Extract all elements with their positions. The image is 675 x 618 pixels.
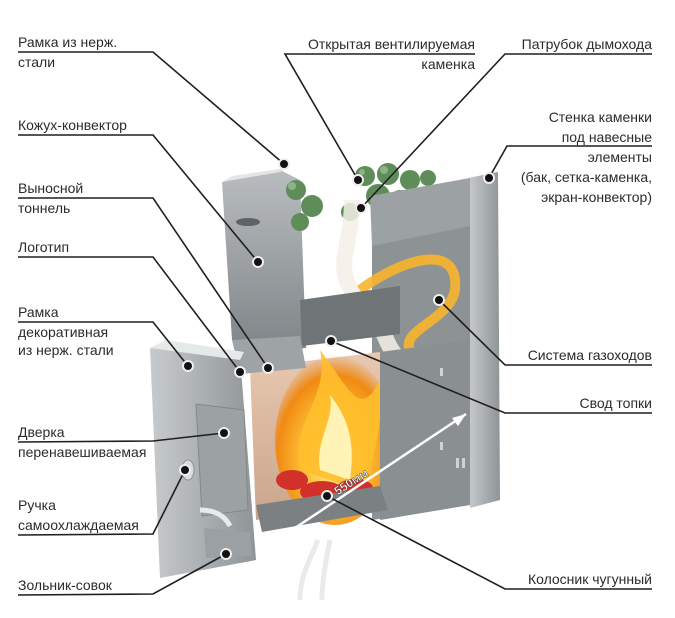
label-line: Свод топки xyxy=(579,395,653,411)
label-open-heater: Открытая вентилируемая каменка xyxy=(308,35,475,73)
label-remote-tunnel: Выносной тоннель xyxy=(18,179,83,217)
label-ash-pan: Зольник-совок xyxy=(18,576,112,594)
label-frame-stainless: Рамка из нерж. стали xyxy=(18,33,117,71)
label-line: из нерж. стали xyxy=(18,342,114,358)
label-line: самоохлаждаемая xyxy=(18,517,139,533)
firebox-roof-plate xyxy=(300,286,400,346)
label-line: Открытая вентилируемая xyxy=(307,36,475,52)
tunnel-panel xyxy=(232,336,306,374)
label-line: Патрубок дымохода xyxy=(521,36,652,52)
leader-lines-right xyxy=(283,53,652,590)
label-line: Дверка xyxy=(18,424,65,440)
label-line: декоративная xyxy=(18,324,109,340)
label-line: (бак, сетка-каменка, xyxy=(520,169,652,185)
heater-basket xyxy=(370,178,470,246)
label-logo: Логотип xyxy=(18,238,69,256)
label-line: Кожух-конвектор xyxy=(18,117,127,133)
label-line: Колосник чугунный xyxy=(527,571,652,587)
dimension-arrow xyxy=(261,412,467,552)
label-line: Система газоходов xyxy=(527,347,652,363)
label-line: под навесные xyxy=(561,129,652,145)
label-line: стали xyxy=(18,54,56,70)
air-arrows xyxy=(199,507,333,601)
convector-casing-panel xyxy=(222,170,306,352)
label-convector-casing: Кожух-конвектор xyxy=(18,116,127,134)
label-line: тоннель xyxy=(18,200,71,216)
label-line: элементы xyxy=(587,149,652,165)
label-line: экран-конвектор) xyxy=(541,189,652,205)
label-decor-frame: Рамка декоративная из нерж. стали xyxy=(18,303,114,359)
label-line: Логотип xyxy=(18,239,70,255)
heater-wall-panel xyxy=(468,172,500,508)
label-chimney-pipe: Патрубок дымохода xyxy=(522,35,652,53)
label-line: Стенка каменки xyxy=(548,109,652,125)
label-handle: Ручка самоохлаждаемая xyxy=(18,496,139,534)
label-line: Рамка xyxy=(18,304,59,320)
flue-flame xyxy=(357,254,461,353)
callout-dots xyxy=(179,158,495,560)
label-flue-system: Система газоходов xyxy=(528,346,652,364)
label-line: Рамка из нерж. xyxy=(18,34,118,50)
label-heater-wall: Стенка каменки под навесные элементы (ба… xyxy=(521,107,652,207)
label-firebox-roof: Свод топки xyxy=(580,394,653,412)
label-door: Дверка перенавешиваемая xyxy=(18,423,146,461)
label-line: каменка xyxy=(421,56,475,72)
label-line: Выносной xyxy=(18,180,84,196)
logo-badge xyxy=(236,218,260,226)
label-line: перенавешиваемая xyxy=(18,444,147,460)
label-line: Зольник-совок xyxy=(18,577,112,593)
label-line: Ручка xyxy=(18,497,56,513)
label-grate: Колосник чугунный xyxy=(528,570,652,588)
leader-lines-left xyxy=(17,51,285,596)
